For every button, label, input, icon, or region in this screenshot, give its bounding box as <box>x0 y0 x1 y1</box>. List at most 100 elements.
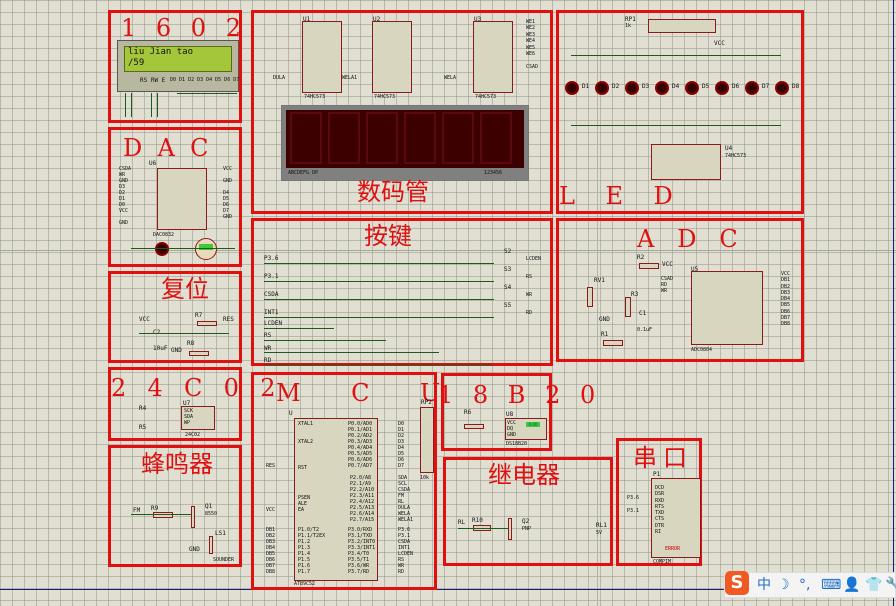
switch-net: WR <box>526 292 533 298</box>
at89c52-chip[interactable] <box>294 418 378 581</box>
section-segment-display[interactable]: U1 74HC573 DULA U2 74HC573 WELA1 U3 74HC… <box>251 10 553 214</box>
error-indicator: ERROR <box>665 546 681 552</box>
wire <box>157 93 158 117</box>
net-col: LCDEN <box>264 320 283 327</box>
resistor-r7[interactable] <box>197 321 217 326</box>
led-d3[interactable] <box>625 81 639 95</box>
r8-label: R8 <box>187 340 195 347</box>
punctuation-icon[interactable]: °, <box>799 577 811 593</box>
part-name: 74HC573 <box>304 94 326 100</box>
latch-u3[interactable] <box>473 21 513 93</box>
digit-labels: 123456 <box>484 170 503 176</box>
chip-ref: U2 <box>373 16 381 23</box>
q1-part: 8550 <box>205 511 218 517</box>
moon-icon[interactable]: ☽ <box>777 577 790 593</box>
led-label: D7 <box>762 83 770 90</box>
sounder-ls1[interactable] <box>209 536 213 554</box>
lcd-module[interactable]: liu Jian tao /59 RS RW E D0 D1 D2 D3 D4 … <box>117 40 239 92</box>
net-row: CSDA <box>264 291 279 298</box>
net-vcc: VCC <box>139 316 150 323</box>
r3-label: R3 <box>631 291 639 298</box>
rl1-value: 5V <box>596 530 603 536</box>
potentiometer-rv1[interactable] <box>587 287 593 307</box>
latch-u2[interactable] <box>372 21 412 93</box>
section-title: D A C <box>123 134 209 162</box>
voltmeter[interactable] <box>195 238 217 260</box>
keyboard-icon[interactable]: ⌨ <box>821 577 842 593</box>
led-d2[interactable] <box>595 81 609 95</box>
section-buzzer[interactable]: 蜂鸣器 FM R9 Q1 8550 LS1 SOUNDER GND <box>108 445 242 567</box>
q2-label: Q2 <box>522 518 530 525</box>
led-label: D3 <box>642 83 650 90</box>
wire <box>264 352 439 353</box>
resistor-r1[interactable] <box>603 340 623 346</box>
24c02-chip[interactable] <box>181 406 215 430</box>
section-reset[interactable]: 复位 VCC RES R7 C2 10uF R8 GND <box>108 271 242 363</box>
user-icon[interactable]: 👤 <box>843 577 861 593</box>
section-led[interactable]: RP1 1k VCC D1 D2 D3 D4 D5 D6 D7 D8 U4 74… <box>556 10 804 214</box>
sogou-logo-icon[interactable]: S <box>725 571 749 595</box>
r2-label: R2 <box>637 254 645 261</box>
resistor-r9[interactable] <box>153 512 173 518</box>
c1-label: C1 <box>639 310 647 317</box>
ime-toolbar[interactable]: S 中 ☽ °, ⌨ 👤 👕 🔧 <box>724 571 896 598</box>
rp2-value: 10k <box>420 475 430 481</box>
resistor-r8[interactable] <box>189 351 209 356</box>
led-d5[interactable] <box>685 81 699 95</box>
led-d7[interactable] <box>745 81 759 95</box>
switch-ref: S3 <box>504 266 512 273</box>
section-relay[interactable]: 继电器 RL R10 Q2 PNP RL1 5V <box>443 457 613 566</box>
net-col: RS <box>264 332 272 339</box>
gnd-label: GND <box>599 316 610 323</box>
wire <box>139 333 229 334</box>
led-d8[interactable] <box>775 81 789 95</box>
led-d1[interactable] <box>565 81 579 95</box>
rl1-label: RL1 <box>596 522 607 529</box>
led-d4[interactable] <box>655 81 669 95</box>
latch-u4[interactable] <box>651 144 721 180</box>
chip-ref: U1 <box>303 16 311 23</box>
resistor-r2[interactable] <box>639 263 659 269</box>
net-row: P3.6 <box>264 255 279 262</box>
part-name: 24C02 <box>185 432 201 438</box>
dac0832-chip[interactable] <box>157 168 207 230</box>
digit <box>328 112 360 164</box>
seven-segment-display[interactable]: ABCDEFG DP 123456 <box>281 105 529 181</box>
transistor-q2[interactable] <box>508 518 512 540</box>
compim-connector[interactable] <box>651 478 701 558</box>
transistor-q1[interactable] <box>191 506 195 528</box>
resistor-pack-rp2[interactable] <box>420 407 434 473</box>
rp1-value: 1k <box>625 23 632 29</box>
resistor-pack-rp1[interactable] <box>648 19 716 33</box>
latch-u1[interactable] <box>302 21 342 93</box>
section-mcu[interactable]: M C U U AT89C52 XTAL1 XTAL2 RST RES PSEN… <box>251 372 440 590</box>
resistor-r3[interactable] <box>625 297 631 317</box>
section-keys[interactable]: 按键 P3.6 P3.1 CSDA INT1 LCDEN RS WR RD S2… <box>251 218 553 366</box>
segment-labels: ABCDEFG DP <box>288 170 319 176</box>
net-label: P3.1 <box>627 508 640 514</box>
wire <box>571 125 781 126</box>
skin-icon[interactable]: 👕 <box>865 577 883 593</box>
section-lcd1602[interactable]: 1 6 0 2 liu Jian tao /59 RS RW E D0 D1 D… <box>108 10 242 123</box>
led-d6[interactable] <box>715 81 729 95</box>
adc0804-chip[interactable] <box>691 271 763 345</box>
resistor-r6[interactable] <box>464 424 484 429</box>
wire <box>458 528 508 529</box>
tools-icon[interactable]: 🔧 <box>885 577 896 593</box>
digit <box>442 112 474 164</box>
chip-ref: U3 <box>474 16 482 23</box>
vcc-label: VCC <box>662 261 673 268</box>
ime-mode-toggle[interactable]: 中 <box>757 577 771 593</box>
switch-net: RS <box>526 274 533 280</box>
r9-label: R9 <box>151 505 159 512</box>
part-name: DAC0832 <box>153 232 175 238</box>
